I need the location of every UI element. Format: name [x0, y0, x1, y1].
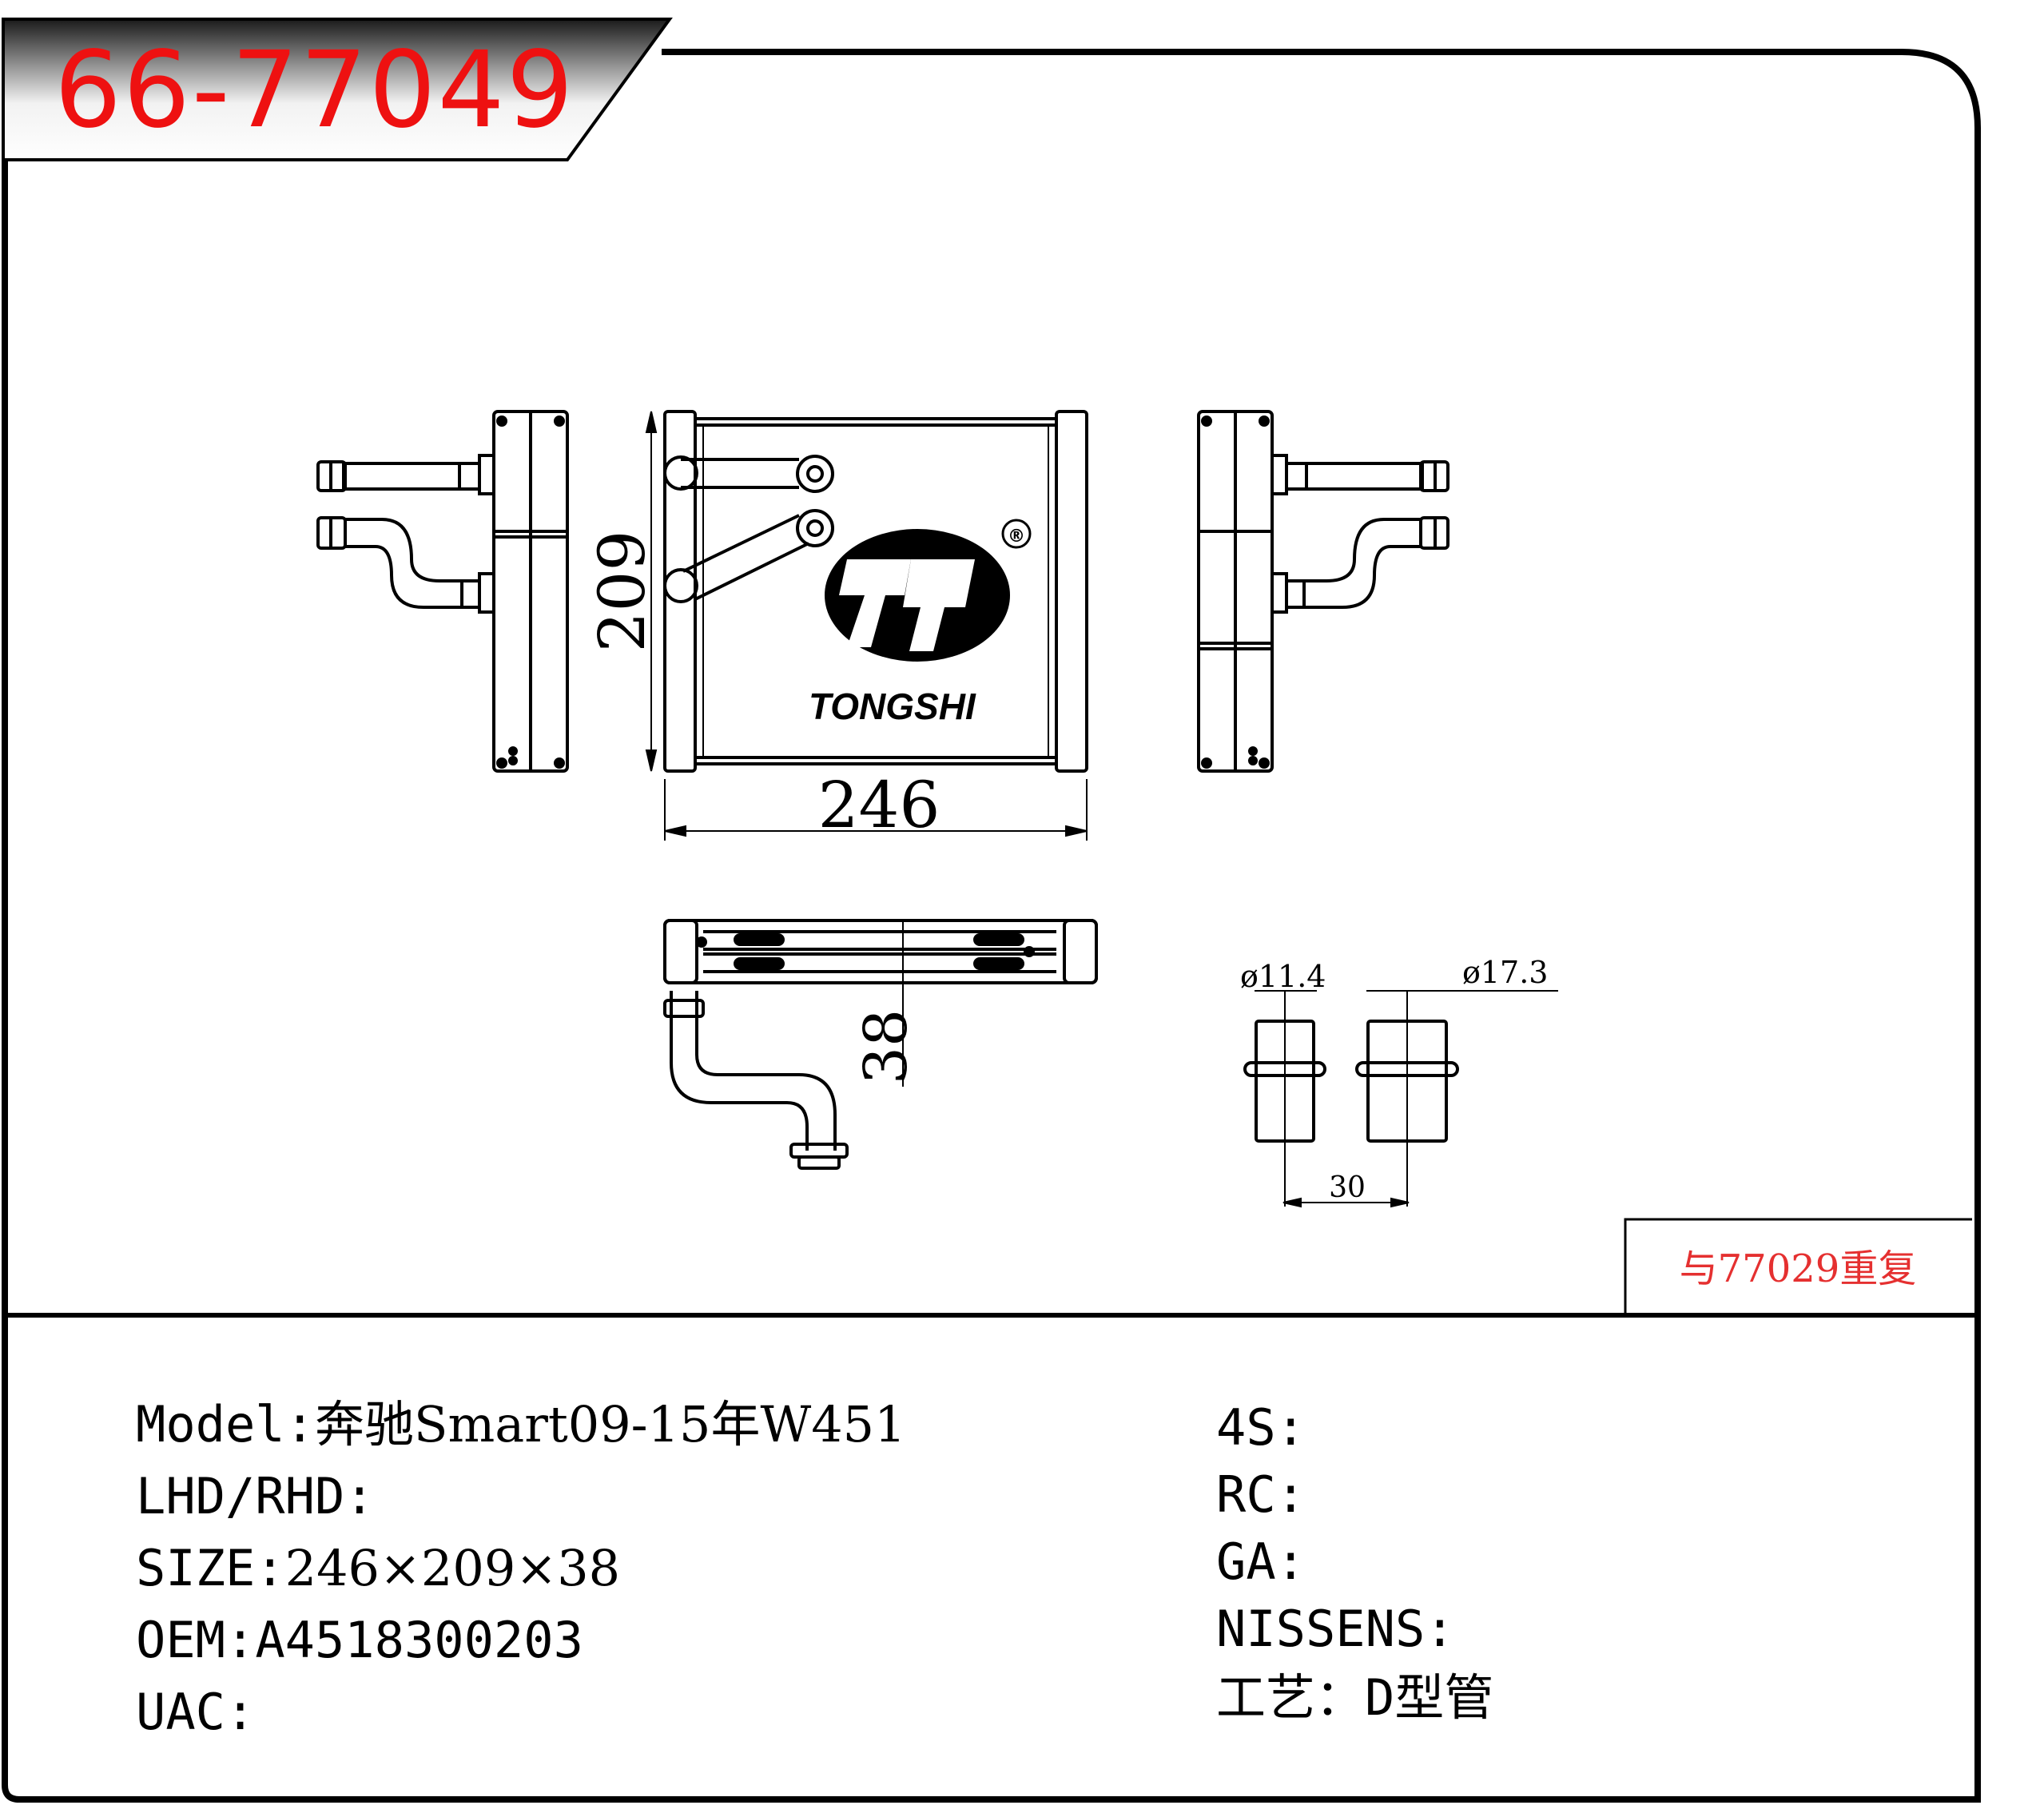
spec-size: SIZE:246×209×38 [136, 1541, 620, 1596]
left-side-view [316, 410, 569, 773]
dim-pipe-spacing-label: 30 [1329, 1171, 1366, 1204]
spec-size-label: SIZE: [136, 1539, 285, 1597]
spec-rc-label: RC: [1216, 1465, 1306, 1524]
dim-pipe-large-label: ø17.3 [1462, 955, 1549, 990]
spec-oem-value: A4518300203 [255, 1611, 583, 1669]
top-view [663, 919, 1098, 1170]
dim-height-label: 209 [585, 531, 659, 653]
dim-width-label: 246 [818, 768, 940, 842]
spec-process: 工艺：D型管 [1216, 1670, 1493, 1726]
part-code: 66-77049 [54, 29, 575, 152]
note-box [1624, 1218, 1972, 1315]
dim-pipe-small-label: ø11.4 [1240, 959, 1326, 994]
spec-4s: 4S: [1216, 1400, 1306, 1456]
spec-uac-label: UAC: [136, 1683, 256, 1741]
spec-process-value: D型管 [1365, 1668, 1494, 1727]
tongshi-logo [825, 519, 1032, 662]
duplicate-note: 与77029重复 [1679, 1246, 1917, 1291]
right-side-view [1197, 410, 1449, 773]
dimension-lines [645, 411, 1558, 1208]
spec-oem: OEM:A4518300203 [136, 1612, 583, 1668]
front-view [663, 410, 1088, 773]
spec-lhd-rhd-label: LHD/RHD: [136, 1467, 375, 1525]
spec-uac: UAC: [136, 1684, 255, 1740]
spec-4s-label: 4S: [1216, 1398, 1306, 1457]
spec-lhd-rhd: LHD/RHD: [136, 1469, 375, 1525]
spec-nissens: NISSENS: [1216, 1601, 1455, 1657]
spec-ga: GA: [1216, 1534, 1306, 1590]
spec-model: Model:奔驰Smart09-15年W451 [136, 1397, 906, 1453]
spec-nissens-label: NISSENS: [1216, 1600, 1455, 1658]
spec-size-value: 246×209×38 [284, 1539, 621, 1597]
spec-rc: RC: [1216, 1467, 1306, 1523]
registered-mark: ® [1008, 527, 1025, 547]
spec-ga-label: GA: [1216, 1533, 1306, 1591]
pipe-detail [1243, 991, 1459, 1207]
header-banner [2, 18, 673, 161]
spec-model-value: 奔驰Smart09-15年W451 [314, 1395, 906, 1453]
spec-process-label: 工艺： [1216, 1668, 1366, 1727]
spec-model-label: Model: [136, 1395, 315, 1453]
outer-frame [2, 49, 1981, 1803]
brand-text: TONGSHI [809, 686, 976, 727]
spec-oem-label: OEM: [136, 1611, 256, 1669]
dim-depth-label: 38 [852, 1009, 921, 1084]
